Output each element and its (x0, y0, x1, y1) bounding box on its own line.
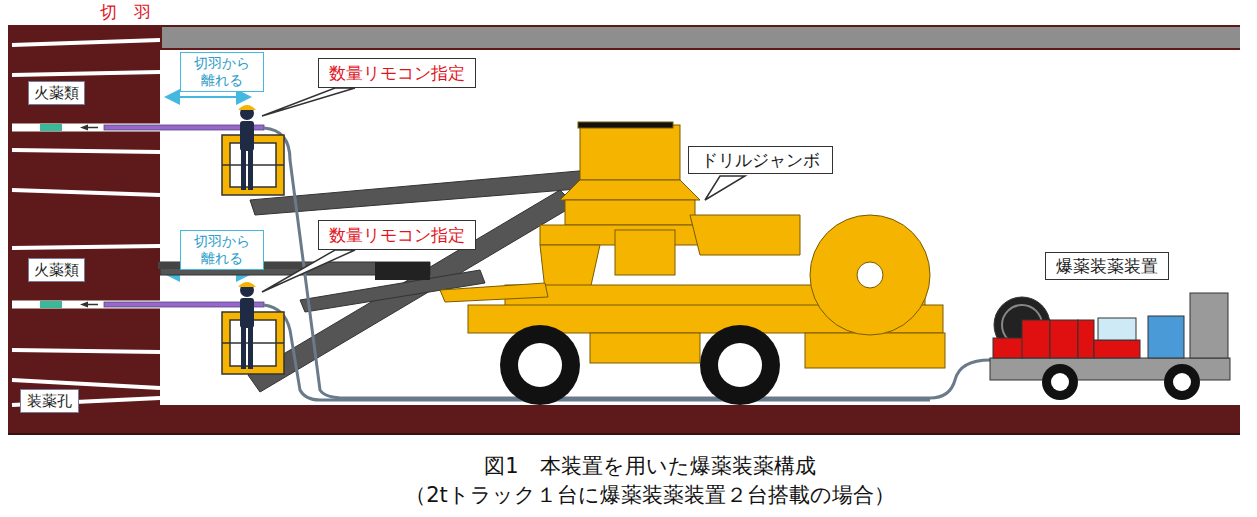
node-text: ドリルジャンボ (701, 150, 820, 170)
remote-callout: 数量リモコン指定 (318, 58, 476, 88)
node-text: 火薬類 (34, 84, 79, 102)
hole-label: 装薬孔 (20, 389, 79, 413)
node-text: 火薬類 (34, 261, 79, 279)
node-text: 爆薬装薬装置 (1056, 256, 1158, 276)
distance-box: 切羽から 離れる (180, 52, 264, 92)
jumbo-callout: ドリルジャンボ (688, 146, 833, 174)
node-text: 切羽から 離れる (187, 233, 257, 267)
drill-hole (12, 72, 160, 75)
drill-hole (12, 246, 160, 248)
node-text: 数量リモコン指定 (329, 63, 465, 83)
node-text: 数量リモコン指定 (329, 225, 465, 245)
device-label: 爆薬装薬装置 (1045, 252, 1169, 280)
drill-hole (12, 350, 160, 352)
distance-box: 切羽から 離れる (180, 230, 264, 270)
explosive-box: 火薬類 (28, 258, 85, 282)
figure-caption: （2tトラック１台に爆薬装薬装置２台搭載の場合） (405, 481, 895, 509)
figure-title: 図1 本装置を用いた爆薬装薬構成 (484, 452, 815, 480)
face-label: 切 羽 (100, 1, 151, 24)
node-text: 切羽から 離れる (187, 55, 257, 89)
node-text: 装薬孔 (27, 392, 72, 410)
drill-hole (12, 40, 160, 45)
drill-hole (12, 150, 160, 152)
drill-hole (12, 380, 160, 388)
remote-callout: 数量リモコン指定 (318, 220, 476, 250)
drill-hole (12, 190, 160, 195)
explosive-box: 火薬類 (28, 81, 85, 105)
